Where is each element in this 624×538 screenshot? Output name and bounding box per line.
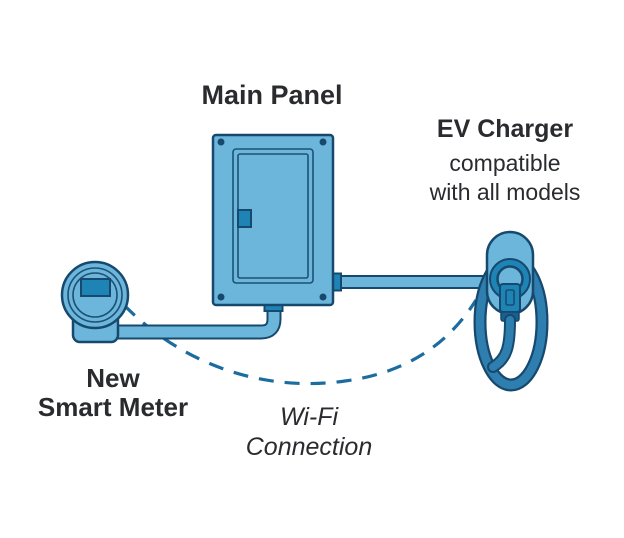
panel-door-handle — [237, 209, 252, 228]
conduit-meter-to-panel-icon — [100, 303, 282, 340]
panel-door-frame — [232, 148, 314, 284]
smart-meter-icon — [60, 260, 130, 344]
panel-screw — [319, 138, 327, 146]
panel-screw — [319, 293, 327, 301]
smart-meter-label: New Smart Meter — [13, 364, 213, 422]
panel-screw — [217, 138, 225, 146]
panel-screw — [217, 293, 225, 301]
meter-display — [80, 278, 111, 297]
smart-meter-label-line2: Smart Meter — [37, 392, 189, 422]
smart-meter-label-line1: New — [86, 363, 140, 393]
breaker-panel-icon — [211, 133, 335, 312]
charger-plug — [499, 283, 521, 313]
wifi-connection-label: Wi-Fi Connection — [199, 402, 419, 462]
ev-charger-subtitle-line2: with all models — [429, 179, 581, 205]
charger-plug-slot — [505, 289, 515, 306]
wifi-label-line1: Wi-Fi — [279, 403, 339, 431]
wifi-dashed-link-icon — [122, 299, 478, 386]
ev-charger-icon — [473, 230, 549, 392]
ev-charger-label: EV Charger compatible with all models — [393, 115, 617, 207]
wifi-label-line2: Connection — [245, 433, 373, 461]
conduit-panel-to-charger-icon — [329, 272, 500, 292]
ev-charger-subtitle-line1: compatible — [449, 150, 561, 176]
ev-charger-title: EV Charger — [436, 115, 574, 143]
main-panel-label: Main Panel — [201, 80, 343, 110]
